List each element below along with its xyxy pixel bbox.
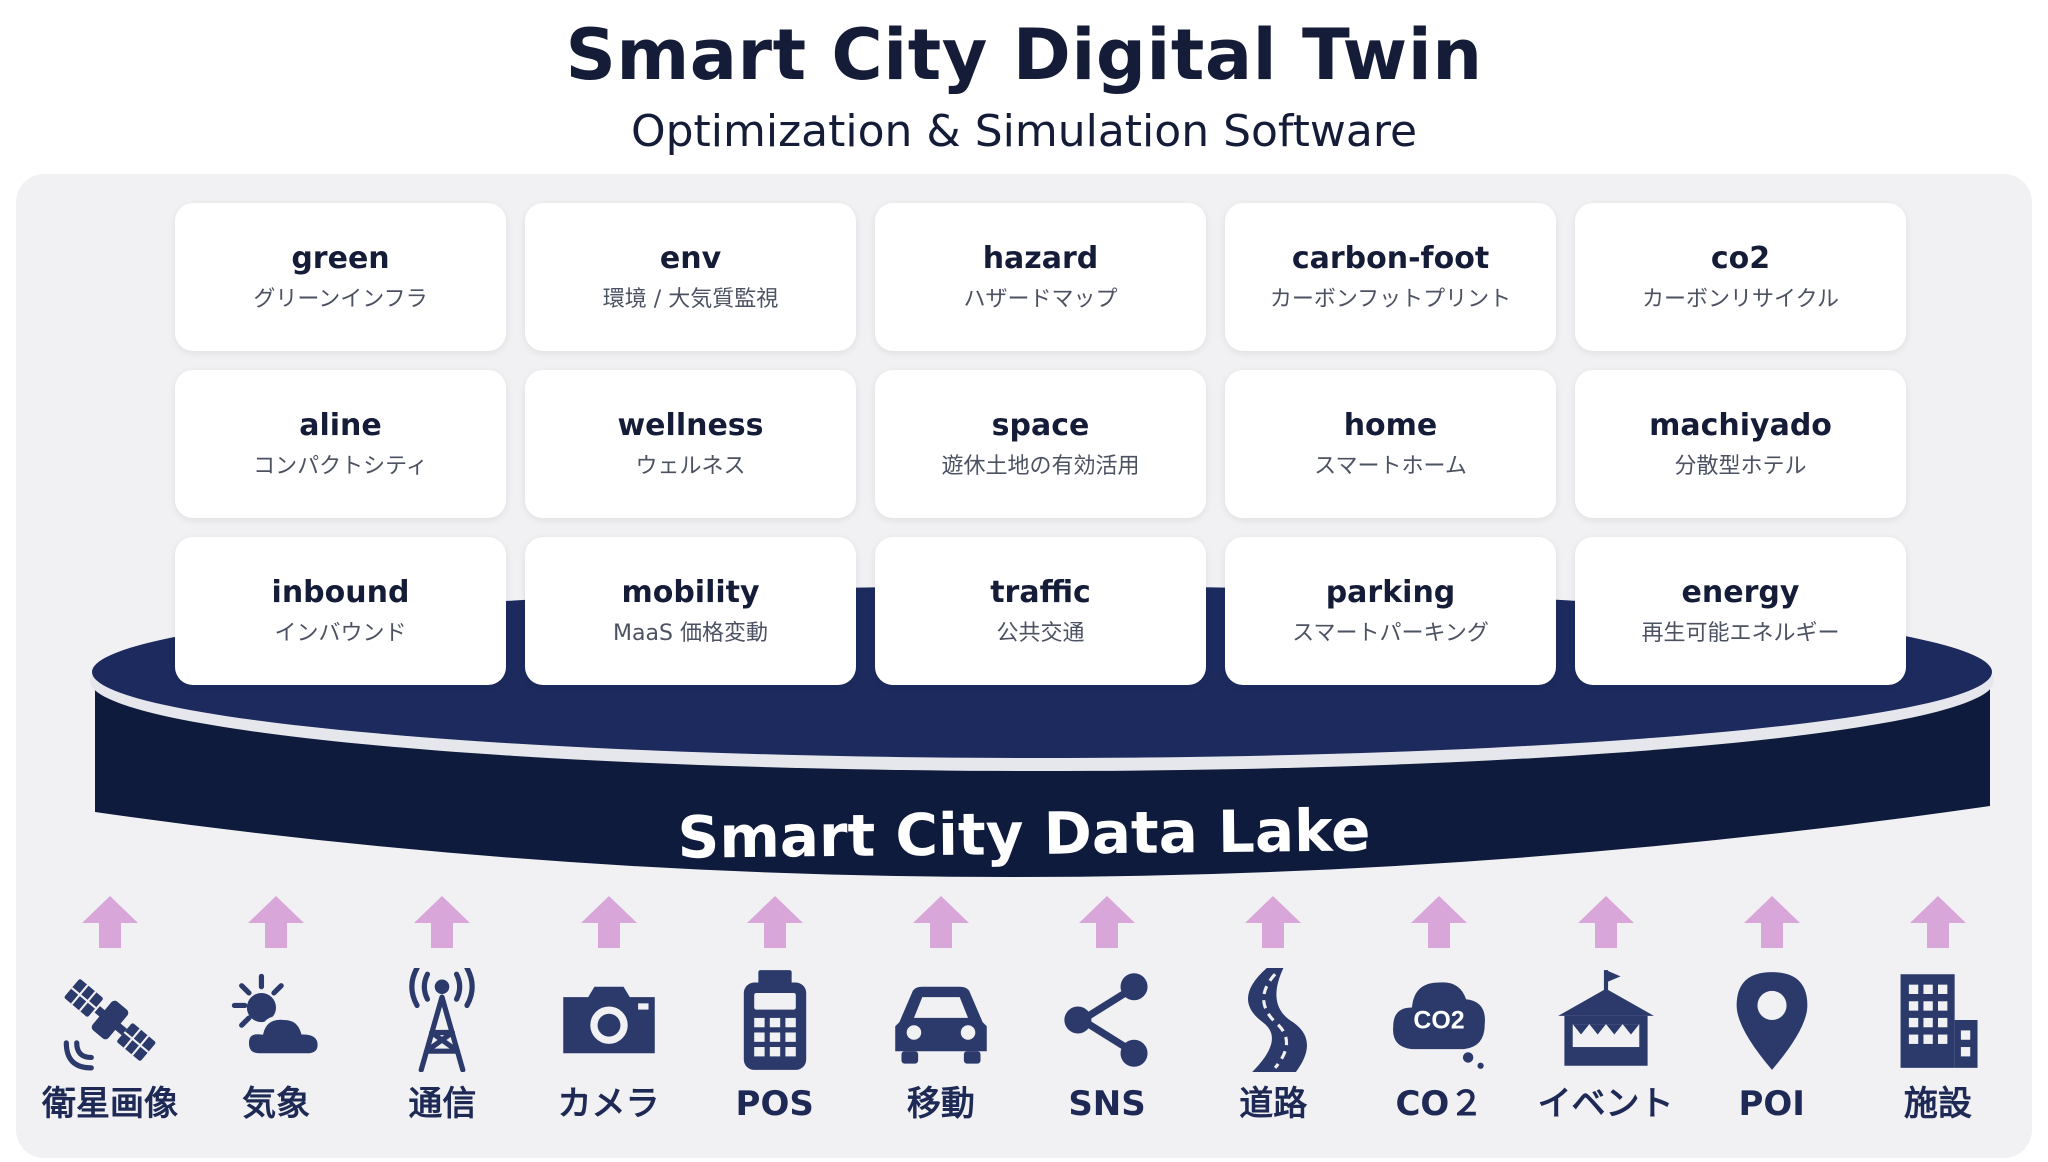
satellite-icon	[63, 979, 156, 1071]
source-label: POI	[1738, 1084, 1805, 1124]
source-label: カメラ	[557, 1084, 660, 1124]
module-name: space	[991, 408, 1090, 443]
share-icon	[1064, 973, 1148, 1067]
module-card-co2[interactable]: co2 カーボンリサイクル	[1575, 203, 1906, 351]
module-card-env[interactable]: env 環境 / 大気質監視	[525, 203, 856, 351]
source-co2[interactable]: CO2 CO２	[1369, 896, 1509, 1146]
module-name: env	[659, 241, 722, 276]
source-movement[interactable]: 移動	[871, 896, 1011, 1146]
module-description: スマートパーキング	[1292, 621, 1489, 646]
module-card-energy[interactable]: energy 再生可能エネルギー	[1575, 537, 1906, 685]
source-poi[interactable]: POI	[1702, 896, 1842, 1146]
source-sns[interactable]: SNS	[1037, 896, 1177, 1146]
co2-cloud-icon: CO2	[1393, 982, 1486, 1069]
module-description: 分散型ホテル	[1674, 454, 1807, 479]
arrow-up-icon	[414, 896, 471, 948]
module-description: コンパクトシティ	[253, 454, 428, 479]
arrow-up-icon	[1577, 896, 1634, 948]
source-label: イベント	[1537, 1084, 1674, 1124]
module-name: parking	[1325, 575, 1456, 610]
module-description: カーボンフットプリント	[1269, 287, 1512, 312]
page-subtitle: Optimization & Simulation Software	[630, 106, 1418, 157]
camera-icon	[562, 986, 655, 1054]
data-source-row: 衛星画像 気象 通信	[40, 896, 2008, 1146]
module-description: ウェルネス	[635, 454, 746, 479]
module-name: co2	[1710, 241, 1771, 276]
module-card-space[interactable]: space 遊休土地の有効活用	[875, 370, 1206, 518]
module-name: mobility	[621, 575, 760, 610]
arrow-up-icon	[1245, 896, 1302, 948]
arrow-up-icon	[580, 896, 637, 948]
co2-badge-text: CO2	[1414, 1006, 1465, 1034]
arrow-up-icon	[1743, 896, 1800, 948]
module-description: カーボンリサイクル	[1642, 287, 1839, 312]
module-description: 環境 / 大気質監視	[602, 287, 779, 312]
module-description: MaaS 価格変動	[613, 621, 768, 646]
car-icon	[895, 986, 987, 1064]
module-card-hazard[interactable]: hazard ハザードマップ	[875, 203, 1206, 351]
module-card-wellness[interactable]: wellness ウェルネス	[525, 370, 856, 518]
module-description: グリーンインフラ	[253, 287, 428, 312]
arrow-up-icon	[1909, 896, 1966, 948]
module-card-aline[interactable]: aline コンパクトシティ	[175, 370, 506, 518]
source-label: 通信	[408, 1084, 477, 1124]
arrow-up-icon	[912, 896, 969, 948]
source-label: 道路	[1239, 1084, 1308, 1124]
module-card-green[interactable]: green グリーンインフラ	[175, 203, 506, 351]
module-grid: green グリーンインフラ env 環境 / 大気質監視 hazard ハザー…	[175, 203, 1907, 688]
module-description: インバウンド	[274, 621, 407, 646]
module-card-inbound[interactable]: inbound インバウンド	[175, 537, 506, 685]
module-name: wellness	[617, 408, 764, 443]
source-weather[interactable]: 気象	[206, 896, 346, 1146]
pos-terminal-icon	[743, 970, 806, 1070]
module-description: 再生可能エネルギー	[1641, 621, 1840, 646]
arrow-up-icon	[1411, 896, 1468, 948]
module-description: 公共交通	[996, 621, 1085, 646]
module-card-parking[interactable]: parking スマートパーキング	[1225, 537, 1556, 685]
source-telecom[interactable]: 通信	[372, 896, 512, 1146]
source-label: SNS	[1068, 1084, 1146, 1124]
source-road[interactable]: 道路	[1203, 896, 1343, 1146]
module-card-mobility[interactable]: mobility MaaS 価格変動	[525, 537, 856, 685]
source-camera[interactable]: カメラ	[539, 896, 679, 1146]
module-name: inbound	[271, 575, 410, 610]
module-description: スマートホーム	[1314, 454, 1467, 479]
page-title: Smart City Digital Twin	[565, 14, 1483, 96]
source-label: POS	[735, 1084, 814, 1124]
source-label: 移動	[906, 1084, 975, 1124]
module-description: 遊休土地の有効活用	[941, 454, 1140, 479]
source-label: 衛星画像	[42, 1084, 178, 1124]
source-pos[interactable]: POS	[705, 896, 845, 1146]
module-name: machiyado	[1649, 408, 1832, 443]
source-label: 気象	[242, 1084, 311, 1124]
module-card-home[interactable]: home スマートホーム	[1225, 370, 1556, 518]
building-icon	[1900, 974, 1978, 1068]
module-description: ハザードマップ	[963, 287, 1118, 312]
module-card-carbon-foot[interactable]: carbon-foot カーボンフットプリント	[1225, 203, 1556, 351]
module-card-traffic[interactable]: traffic 公共交通	[875, 537, 1206, 685]
module-name: carbon-foot	[1291, 241, 1490, 276]
source-label: CO２	[1395, 1084, 1484, 1124]
module-name: green	[291, 241, 390, 276]
road-icon	[1248, 968, 1308, 1072]
source-label: 施設	[1903, 1084, 1972, 1124]
module-name: hazard	[982, 241, 1099, 276]
arrow-up-icon	[1079, 896, 1136, 948]
source-satellite[interactable]: 衛星画像	[40, 896, 180, 1146]
antenna-icon	[409, 968, 476, 1072]
arrow-up-icon	[248, 896, 305, 948]
source-facility[interactable]: 施設	[1868, 896, 2008, 1146]
arrow-up-icon	[82, 896, 138, 948]
source-event[interactable]: イベント	[1536, 896, 1676, 1146]
module-name: aline	[299, 408, 382, 443]
tent-icon	[1557, 970, 1654, 1066]
module-card-machiyado[interactable]: machiyado 分散型ホテル	[1575, 370, 1906, 518]
arrow-up-icon	[746, 896, 803, 948]
module-name: traffic	[990, 575, 1091, 610]
map-pin-icon	[1736, 972, 1808, 1070]
module-name: energy	[1681, 575, 1800, 610]
module-name: home	[1343, 408, 1438, 443]
weather-icon	[231, 973, 322, 1058]
